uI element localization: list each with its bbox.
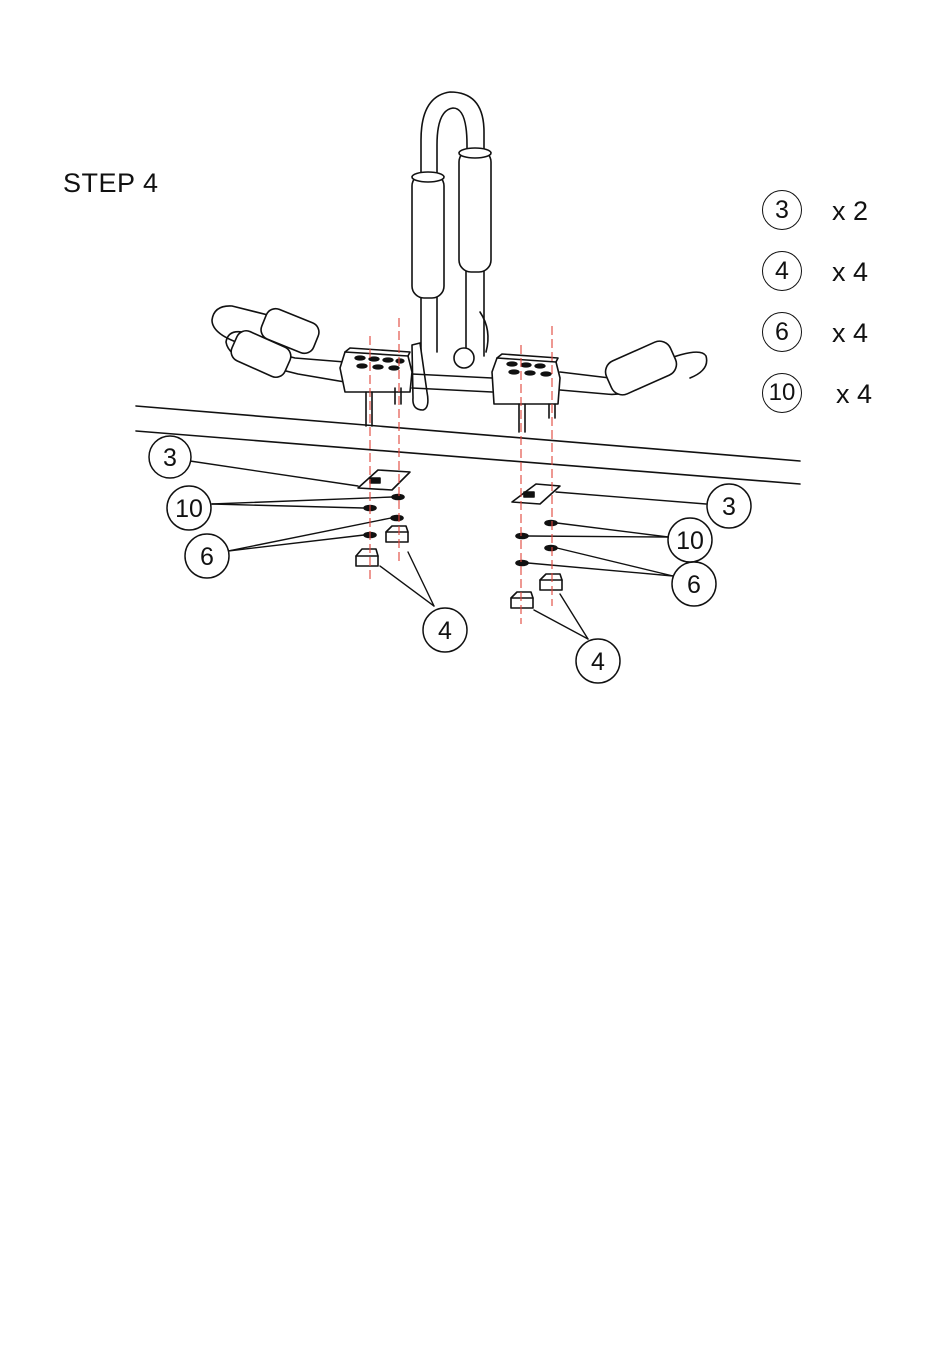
- svg-text:4: 4: [591, 648, 605, 676]
- callout-left-6: 6: [185, 534, 229, 578]
- svg-text:10: 10: [175, 495, 203, 523]
- hardware-left: [356, 470, 410, 566]
- callout-right-6: 6: [672, 562, 716, 606]
- svg-text:10: 10: [676, 527, 704, 555]
- callout-left-3: 3: [149, 436, 191, 478]
- svg-text:3: 3: [722, 493, 736, 521]
- callout-left-4: 4: [423, 608, 467, 652]
- hardware-right: [511, 484, 562, 608]
- svg-text:4: 4: [438, 617, 452, 645]
- callout-right-3: 3: [707, 484, 751, 528]
- svg-text:3: 3: [163, 444, 177, 472]
- svg-text:6: 6: [200, 543, 214, 571]
- roof-crossbar: [136, 406, 800, 484]
- svg-text:6: 6: [687, 571, 701, 599]
- kayak-rack: [212, 92, 707, 432]
- callout-right-10: 10: [668, 518, 712, 562]
- callout-left-10: 10: [167, 486, 211, 530]
- callout-right-4: 4: [576, 639, 620, 683]
